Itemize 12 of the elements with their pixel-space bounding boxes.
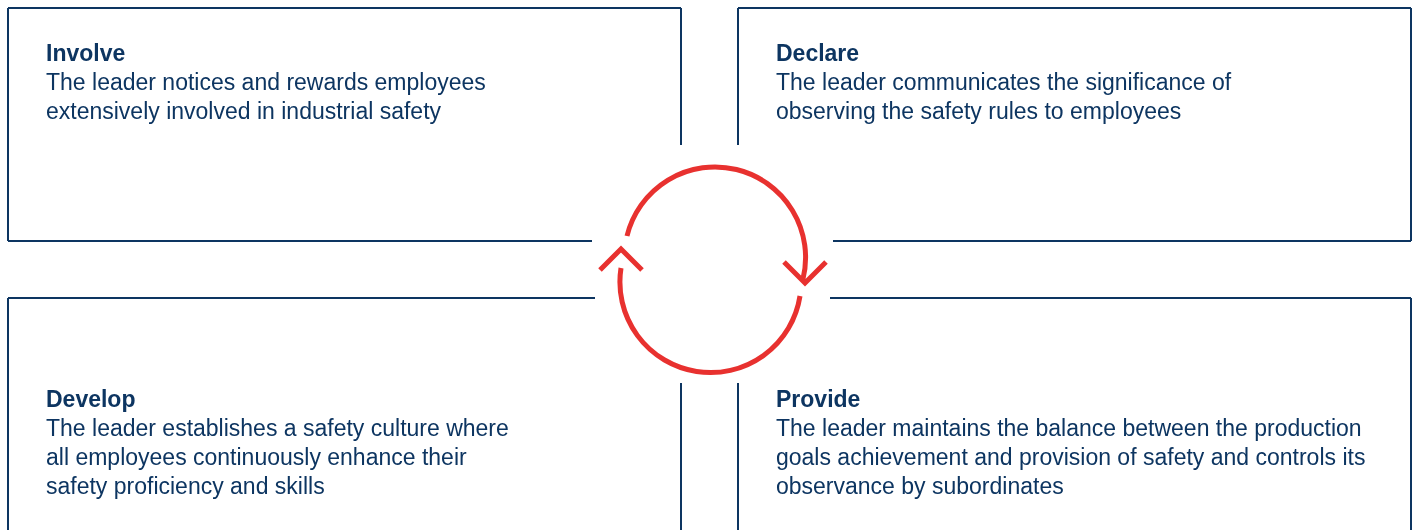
quadrant-description: The leader communicates the significance of observing the safety rules to employees: [776, 68, 1233, 126]
quadrant-description: The leader establishes a safety culture where all employees continuously enhance their safety proficiency and skills: [46, 414, 510, 501]
quadrant-heading: Involve: [46, 39, 126, 68]
quadrant-description: The leader maintains the balance between the production goals achievement and provision of safety and controls its observance by subordinates: [776, 414, 1367, 501]
quadrant-box: [738, 8, 1411, 241]
quadrant-box: [738, 298, 1411, 530]
quadrant-heading: Declare: [776, 39, 860, 68]
quadrant-heading: Develop: [46, 385, 136, 414]
quadrant-box: [8, 298, 681, 530]
quadrant-description: The leader notices and rewards employees extensively involved in industrial safety: [46, 68, 487, 126]
quadrant-heading: Provide: [776, 385, 861, 414]
quadrant-box: [8, 8, 681, 241]
